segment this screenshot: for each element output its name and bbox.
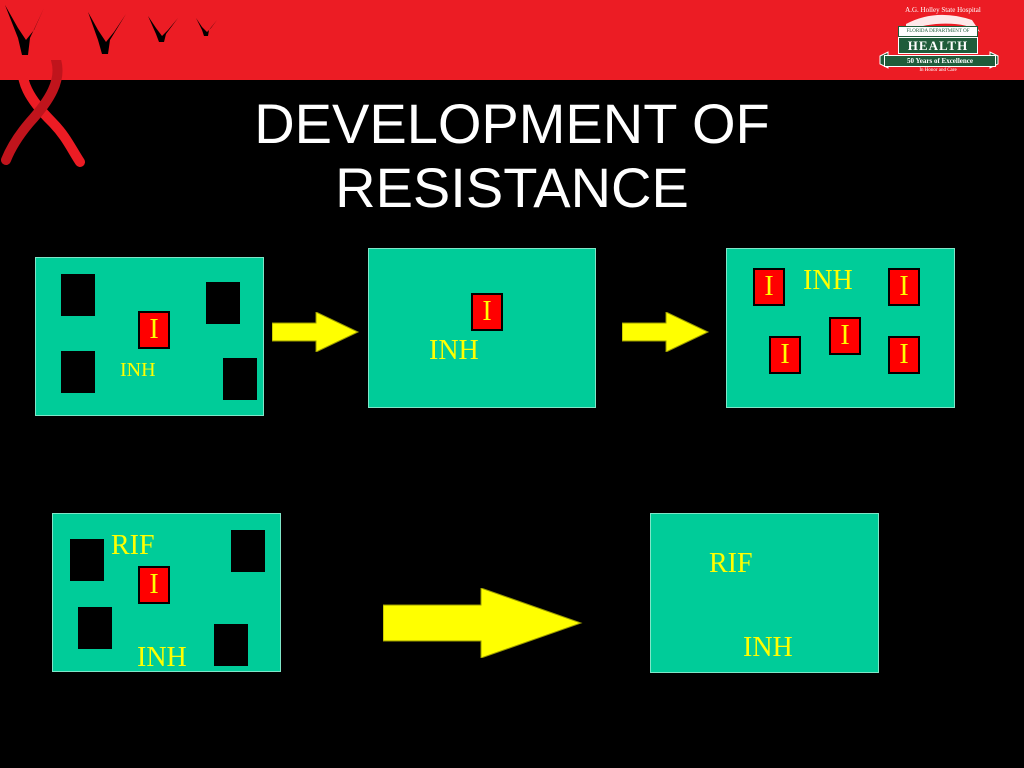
- right-arrow-icon: [272, 312, 360, 352]
- susceptible-bacterium: [214, 624, 248, 666]
- drug-label-inh: INH: [120, 359, 156, 381]
- inh-resistant-bacterium: I: [753, 268, 785, 306]
- red-ribbon-icon: [1, 60, 85, 167]
- health-logo: A.G. Holley State Hospital FLORIDA DEPAR…: [876, 2, 1002, 78]
- panel-cleared: RIF INH: [650, 513, 879, 673]
- inh-resistant-bacterium: I: [888, 268, 920, 306]
- logo-health: HEALTH: [898, 37, 978, 54]
- susceptible-bacterium: [231, 530, 265, 572]
- drug-label-inh: INH: [743, 632, 793, 663]
- header-band: [0, 0, 1024, 80]
- birds-decoration: [5, 5, 217, 55]
- bird-icon: [88, 12, 126, 54]
- slide-title: DEVELOPMENT OF RESISTANCE: [150, 92, 874, 220]
- logo-years-banner: 50 Years of Excellence: [884, 55, 996, 67]
- drug-label-inh: INH: [803, 265, 853, 296]
- title-line-1: DEVELOPMENT OF: [254, 92, 770, 155]
- bird-icon: [5, 5, 44, 55]
- panel-combination-therapy: RIF I INH: [52, 513, 281, 672]
- inh-resistant-bacterium: I: [471, 293, 503, 331]
- susceptible-bacterium: [70, 539, 104, 581]
- bird-icon: [196, 18, 217, 36]
- logo-hospital-name: A.G. Holley State Hospital: [905, 6, 981, 14]
- inh-resistant-bacterium: I: [769, 336, 801, 374]
- title-line-2: RESISTANCE: [335, 156, 689, 219]
- logo-department: FLORIDA DEPARTMENT OF: [898, 26, 978, 37]
- panel-resistant-population: I INH I I I I: [726, 248, 955, 408]
- right-arrow-icon: [383, 588, 583, 658]
- drug-label-rif: RIF: [709, 548, 753, 579]
- drug-label-inh: INH: [137, 642, 187, 673]
- inh-resistant-bacterium: I: [829, 317, 861, 355]
- drug-label-inh: INH: [429, 335, 479, 366]
- bird-icon: [148, 16, 178, 42]
- logo-tagline: In Honor and Care: [919, 68, 957, 73]
- inh-resistant-bacterium: I: [888, 336, 920, 374]
- susceptible-bacterium: [206, 282, 240, 324]
- susceptible-bacterium: [223, 358, 257, 400]
- susceptible-bacterium: [61, 351, 95, 393]
- susceptible-bacterium: [78, 607, 112, 649]
- inh-resistant-bacterium: I: [138, 566, 170, 604]
- susceptible-bacterium: [61, 274, 95, 316]
- drug-label-rif: RIF: [111, 530, 155, 561]
- panel-initial-population: I INH: [35, 257, 264, 416]
- right-arrow-icon: [622, 312, 710, 352]
- panel-selection: I INH: [368, 248, 596, 408]
- inh-resistant-bacterium: I: [138, 311, 170, 349]
